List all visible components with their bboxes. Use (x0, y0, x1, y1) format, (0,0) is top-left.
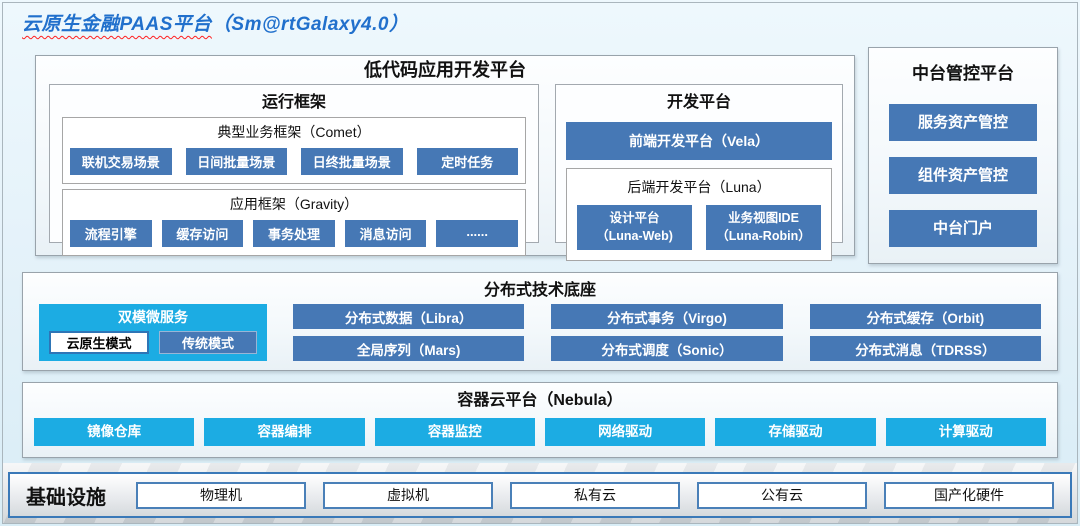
backend-dev-platform-title: 后端开发平台（Luna） (627, 179, 771, 195)
distributed-cache-orbit-button[interactable]: 分布式缓存（Orbit) (809, 304, 1041, 329)
page-title-cn: 云原生金融PAAS平台 (22, 14, 212, 35)
cloud-native-mode-button[interactable]: 云原生模式 (49, 331, 149, 354)
runtime-framework-box: 运行框架 典型业务框架（Comet） 联机交易场景 日间批量场景 日终批量场景 … (49, 84, 539, 256)
dual-mode-title: 双模微服务 (118, 309, 188, 325)
luna-web-sublabel: （Luna-Web) (596, 228, 673, 243)
container-platform-row: 镜像仓库 容器编排 容器监控 网络驱动 存储驱动 计算驱动 (34, 418, 1046, 446)
storage-driver-button[interactable]: 存储驱动 (715, 418, 876, 446)
infrastructure-panel: 基础设施 物理机 虚拟机 私有云 公有云 国产化硬件 (8, 472, 1072, 518)
service-asset-control-button[interactable]: 服务资产管控 (889, 104, 1037, 141)
dev-platform-title: 开发平台 (666, 94, 731, 111)
page-title-en: （Sm@rtGalaxy4.0） (211, 14, 409, 35)
backend-dev-platform-box: 后端开发平台（Luna） 设计平台 （Luna-Web) 业务视图IDE （Luna… (566, 168, 832, 261)
traditional-mode-button[interactable]: 传统模式 (159, 331, 257, 354)
gravity-item-process-engine[interactable]: 流程引擎 (70, 220, 152, 247)
comet-item-online-trading[interactable]: 联机交易场景 (70, 148, 172, 175)
low-code-columns: 运行框架 典型业务框架（Comet） 联机交易场景 日间批量场景 日终批量场景 … (49, 84, 843, 261)
container-platform-title: 容器云平台（Nebula） (457, 392, 623, 409)
comet-framework-title: 典型业务框架（Comet） (217, 124, 371, 140)
infrastructure-items: 物理机 虚拟机 私有云 公有云 国产化硬件 (136, 481, 1054, 509)
image-registry-button[interactable]: 镜像仓库 (34, 418, 195, 446)
container-platform-panel: 容器云平台（Nebula） 镜像仓库 容器编排 容器监控 网络驱动 存储驱动 计… (22, 382, 1058, 458)
distributed-services-grid: 分布式数据（Libra） 分布式事务（Virgo) 分布式缓存（Orbit) 全… (293, 304, 1041, 361)
distributed-base-title: 分布式技术底座 (483, 282, 596, 299)
low-code-platform-panel: 低代码应用开发平台 运行框架 典型业务框架（Comet） 联机交易场景 日间批量… (35, 55, 855, 261)
dual-mode-microservice-box: 双模微服务 云原生模式 传统模式 (39, 304, 267, 361)
luna-robin-label: 业务视图IDE (728, 211, 799, 225)
comet-item-daytime-batch[interactable]: 日间批量场景 (185, 148, 287, 175)
mid-platform-buttons: 服务资产管控 组件资产管控 中台门户 (889, 104, 1037, 247)
gravity-item-message-access[interactable]: 消息访问 (344, 220, 427, 247)
runtime-framework-title: 运行框架 (261, 94, 326, 111)
private-cloud-box[interactable]: 私有云 (510, 481, 680, 509)
component-asset-control-button[interactable]: 组件资产管控 (889, 157, 1037, 194)
gravity-framework-box: 应用框架（Gravity） 流程引擎 缓存访问 事务处理 消息访问 ...... (62, 189, 526, 256)
comet-item-eod-batch[interactable]: 日终批量场景 (301, 148, 403, 175)
distributed-base-panel: 分布式技术底座 双模微服务 云原生模式 传统模式 分布式数据（Libra） 分布… (22, 272, 1058, 371)
distributed-scheduling-sonic-button[interactable]: 分布式调度（Sonic） (551, 336, 783, 361)
dev-platform-box: 开发平台 前端开发平台（Vela） 后端开发平台（Luna） 设计平台 （Luna… (555, 84, 843, 261)
luna-robin-sublabel: （Luna-Robin） (716, 228, 811, 243)
physical-machine-box[interactable]: 物理机 (136, 481, 306, 509)
distributed-transaction-virgo-button[interactable]: 分布式事务（Virgo) (551, 304, 783, 329)
luna-robin-button[interactable]: 业务视图IDE （Luna-Robin） (706, 205, 821, 250)
container-monitoring-button[interactable]: 容器监控 (374, 418, 535, 446)
mid-platform-title: 中台管控平台 (912, 64, 1014, 83)
luna-web-button[interactable]: 设计平台 （Luna-Web) (577, 205, 692, 250)
mid-platform-portal-button[interactable]: 中台门户 (889, 210, 1037, 247)
infrastructure-title: 基础设施 (26, 486, 106, 509)
dual-mode-row: 云原生模式 传统模式 (49, 331, 257, 354)
gravity-items-row: 流程引擎 缓存访问 事务处理 消息访问 ...... (70, 220, 518, 247)
domestic-hardware-box[interactable]: 国产化硬件 (884, 481, 1054, 509)
distributed-data-libra-button[interactable]: 分布式数据（Libra） (293, 304, 525, 329)
gravity-item-cache-access[interactable]: 缓存访问 (161, 220, 244, 247)
comet-item-scheduled-task[interactable]: 定时任务 (416, 148, 518, 175)
comet-framework-box: 典型业务框架（Comet） 联机交易场景 日间批量场景 日终批量场景 定时任务 (62, 117, 526, 184)
backend-dev-items-row: 设计平台 （Luna-Web) 业务视图IDE （Luna-Robin） (577, 205, 821, 250)
page-title: 云原生金融PAAS平台（Sm@rtGalaxy4.0） (22, 9, 408, 36)
distributed-message-tdrss-button[interactable]: 分布式消息（TDRSS） (809, 336, 1041, 361)
compute-driver-button[interactable]: 计算驱动 (885, 418, 1046, 446)
distributed-base-body: 双模微服务 云原生模式 传统模式 分布式数据（Libra） 分布式事务（Virg… (39, 304, 1041, 361)
low-code-platform-title: 低代码应用开发平台 (364, 60, 526, 80)
global-sequence-mars-button[interactable]: 全局序列（Mars) (293, 336, 525, 361)
comet-items-row: 联机交易场景 日间批量场景 日终批量场景 定时任务 (70, 148, 518, 175)
frontend-dev-platform-button[interactable]: 前端开发平台（Vela） (566, 122, 832, 160)
gravity-item-transaction[interactable]: 事务处理 (253, 220, 335, 247)
luna-web-label: 设计平台 (609, 211, 660, 225)
public-cloud-box[interactable]: 公有云 (697, 481, 867, 509)
network-driver-button[interactable]: 网络驱动 (544, 418, 706, 446)
gravity-framework-title: 应用框架（Gravity） (229, 196, 359, 212)
virtual-machine-box[interactable]: 虚拟机 (323, 481, 493, 509)
gravity-item-more[interactable]: ...... (436, 220, 518, 247)
container-orchestration-button[interactable]: 容器编排 (204, 418, 365, 446)
mid-platform-panel: 中台管控平台 服务资产管控 组件资产管控 中台门户 (868, 47, 1058, 264)
